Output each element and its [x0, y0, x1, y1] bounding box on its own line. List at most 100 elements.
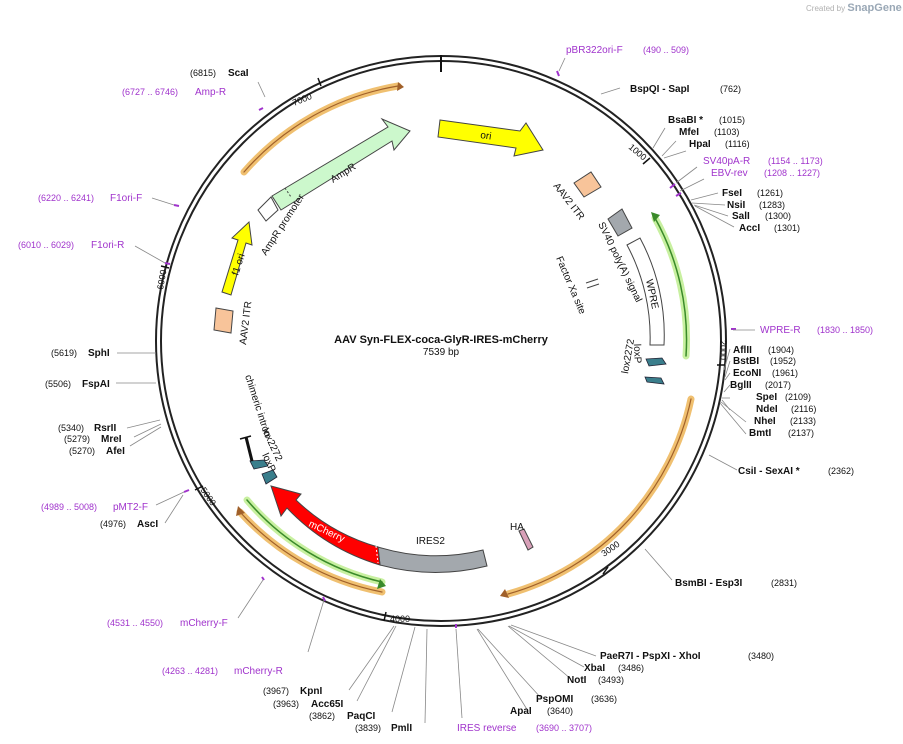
snapgene-logo: SnapGene	[847, 2, 902, 14]
primer-pos-f1ori-f: (6220 .. 6241)	[38, 193, 94, 203]
tick-4000	[383, 611, 387, 622]
orf-band-ampr-line	[243, 85, 399, 173]
enzyme-pos-xbai: (3486)	[618, 663, 644, 673]
enzyme-pos-rsrii: (5340)	[58, 423, 84, 433]
feature-wpre	[626, 237, 665, 346]
enzyme-name-kpni: KpnI	[300, 686, 322, 697]
enzyme-name-ndei: NdeI	[756, 404, 778, 415]
enzyme-pos-ndei: (2116)	[791, 404, 816, 414]
enzyme-name-csii: CsiI - SexAI *	[738, 466, 800, 477]
enzyme-pos-fspai: (5506)	[45, 379, 71, 389]
enzyme-pos-bstbi: (1952)	[770, 356, 796, 366]
enzyme-pos-fsei: (1261)	[757, 188, 783, 198]
enzyme-pos-bsabi: (1015)	[719, 115, 745, 125]
enzyme-pos-noti: (3493)	[598, 675, 624, 685]
enzyme-name-aflii: AflII	[733, 345, 752, 356]
primer-name-ires-reverse: IRES reverse	[457, 723, 517, 734]
enzyme-pos-aflii: (1904)	[768, 345, 794, 355]
enzyme-name-pspomi: PspOMI	[536, 694, 573, 705]
primer-name-pmt2-f: pMT2-F	[113, 502, 148, 513]
tick-1000	[642, 157, 651, 165]
green-band-mcherry-line	[246, 499, 383, 583]
feature-chimeric-intron-label: chimeric intron	[242, 374, 273, 439]
orf-band-mcherry-arrow	[236, 506, 245, 516]
feature-ori	[437, 119, 544, 157]
primer-mark-pmt2-f	[183, 489, 190, 493]
tick-3000	[602, 566, 609, 575]
snapgene-watermark: Created by SnapGene	[806, 2, 902, 14]
enzyme-name-mfei: MfeI	[679, 127, 699, 138]
feature-ires2	[377, 546, 488, 573]
feature-chimeric-intron	[244, 436, 254, 462]
enzyme-name-sali: SalI	[732, 211, 750, 222]
primer-name-amp-r: Amp-R	[195, 87, 226, 98]
primer-pos-wpre-r: (1830 .. 1850)	[817, 325, 873, 335]
green-band-wpre-arrow	[651, 212, 660, 222]
feature-factor-xa	[585, 278, 599, 284]
feature-loxp-right-label: loxP	[631, 344, 643, 364]
enzyme-pos-pspomi: (3636)	[591, 694, 617, 704]
tick-label-1000: 1000	[627, 142, 649, 163]
enzyme-name-scai: ScaI	[228, 68, 249, 79]
primer-pos-f1ori-r: (6010 .. 6029)	[18, 240, 74, 250]
enzyme-pos-afei: (5270)	[69, 446, 95, 456]
tick-label-7000: 7000	[291, 91, 313, 108]
enzyme-name-nsii: NsiI	[727, 200, 746, 211]
enzyme-pos-acc65i: (3963)	[273, 699, 299, 709]
enzyme-name-bglii: BglII	[730, 380, 752, 391]
feature-ori-label: ori	[480, 130, 493, 142]
primer-mark-f1ori-r	[164, 262, 171, 265]
feature-sv40-polya	[607, 208, 633, 237]
enzyme-pos-sphi: (5619)	[51, 348, 77, 358]
feature-mcherry-stripe	[375, 545, 379, 564]
enzyme-name-afei: AfeI	[106, 446, 125, 457]
enzyme-name-xbai: XbaI	[584, 663, 605, 674]
feature-lox2272-right	[644, 376, 665, 385]
enzyme-pos-paer7i: (3480)	[748, 651, 774, 661]
primer-name-wpre-r: WPRE-R	[760, 325, 801, 336]
enzyme-pos-spei: (2109)	[785, 392, 811, 402]
tick-marks	[160, 77, 726, 622]
enzyme-name-apai: ApaI	[510, 706, 532, 717]
enzyme-pos-hpai: (1116)	[725, 139, 750, 149]
primer-mark-mcherry-f	[261, 576, 265, 581]
primer-mark-amp-r	[258, 107, 264, 111]
feature-ampr-promoter-divider	[284, 187, 292, 198]
primer-marks	[164, 70, 736, 628]
orf-band-ampr	[240, 82, 402, 176]
feature-ires2-label: IRES2	[416, 536, 445, 547]
enzyme-pos-sali: (1300)	[765, 211, 791, 221]
enzyme-pos-bmti: (2137)	[788, 428, 814, 438]
feature-factor-xa-2	[586, 283, 600, 289]
enzyme-pos-econi: (1961)	[772, 368, 798, 378]
enzyme-name-pmli: PmlI	[391, 723, 412, 734]
primer-pos-mcherry-r: (4263 .. 4281)	[162, 666, 218, 676]
feature-loxp-right	[645, 357, 667, 367]
enzyme-name-fsei: FseI	[722, 188, 742, 199]
feature-f1-ori	[221, 220, 253, 296]
enzyme-pos-kpni: (3967)	[263, 686, 289, 696]
enzyme-name-spei: SpeI	[756, 392, 777, 403]
enzyme-pos-mrei: (5279)	[64, 434, 90, 444]
green-band-mcherry-arrow	[377, 579, 386, 589]
enzyme-pos-nhei: (2133)	[790, 416, 816, 426]
orf-band-glyr-line	[507, 398, 692, 595]
enzyme-name-asci: AscI	[137, 519, 158, 530]
primer-mark-pbr322ori-f	[556, 70, 560, 77]
tick-label-2000: 2000	[718, 340, 728, 360]
primer-pos-pmt2-f: (4989 .. 5008)	[41, 502, 97, 512]
orf-band-glyr	[504, 395, 695, 598]
enzyme-name-bmti: BmtI	[749, 428, 771, 439]
primer-name-ebv-rev: EBV-rev	[711, 168, 748, 179]
enzyme-pos-nsii: (1283)	[759, 200, 785, 210]
enzyme-pos-asci: (4976)	[100, 519, 126, 529]
orf-band-glyr-arrow	[500, 589, 509, 598]
enzyme-pos-csii: (2362)	[828, 466, 854, 476]
primer-pos-mcherry-f: (4531 .. 4550)	[107, 618, 163, 628]
enzyme-name-sphi: SphI	[88, 348, 110, 359]
feature-factor-xa-label: Factor Xa site	[553, 255, 587, 316]
leader-lines	[116, 57, 755, 724]
enzyme-name-hpai: HpaI	[689, 139, 711, 150]
enzyme-pos-bglii: (2017)	[765, 380, 791, 390]
